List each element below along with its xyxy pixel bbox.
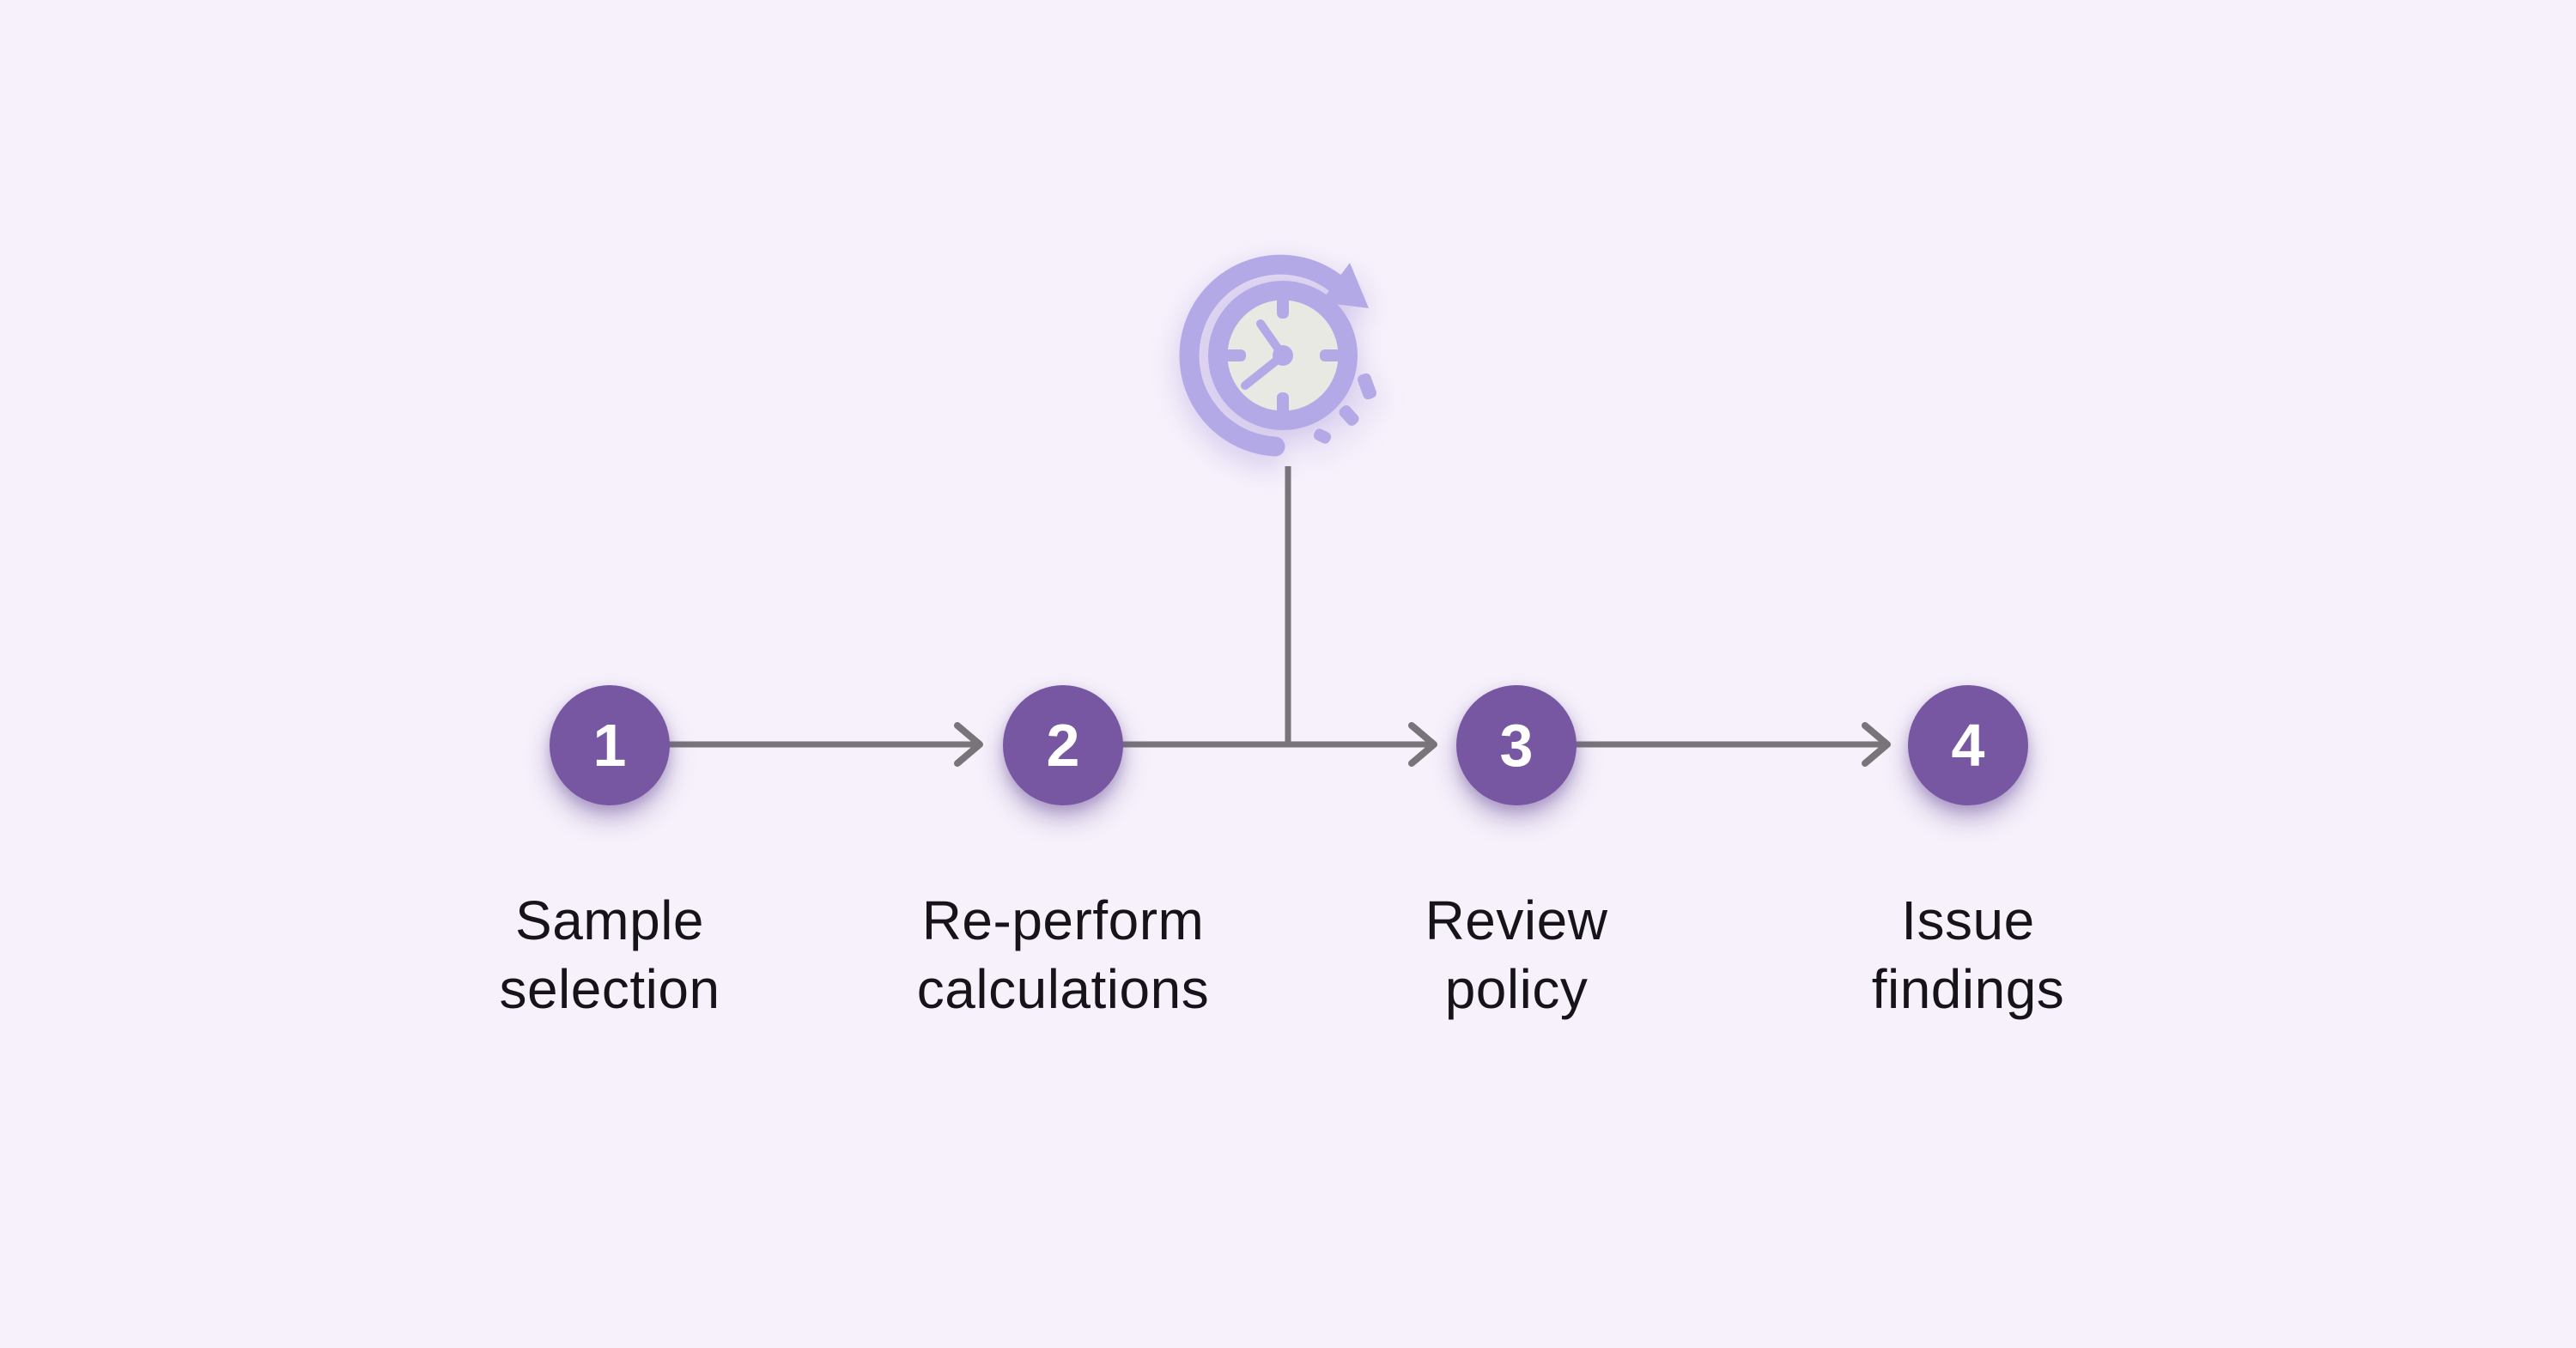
step-label-4-line-1: Issue <box>1901 890 2035 951</box>
step-circle-4: 4 <box>1908 685 2028 805</box>
step-circle-3: 3 <box>1456 685 1577 805</box>
clock-center-dot <box>1273 345 1293 366</box>
step-number-3: 3 <box>1499 712 1534 779</box>
step-label-3-line-1: Review <box>1425 890 1608 951</box>
clock-tick-6 <box>1277 392 1289 415</box>
refresh-arc <box>1179 254 1348 457</box>
step-label-1-line-1: Sample <box>515 890 704 951</box>
step-label-3: Review policy <box>1276 886 1757 1023</box>
step-label-2: Re-perform calculations <box>823 886 1303 1023</box>
step-label-2-line-1: Re-perform <box>921 890 1205 951</box>
step-label-1: Sample selection <box>369 886 850 1023</box>
refresh-dash-3 <box>1313 428 1332 444</box>
step-label-4: Issue findings <box>1728 886 2208 1023</box>
step-label-4-line-2: findings <box>1871 958 2065 1020</box>
step-number-1: 1 <box>592 712 627 779</box>
step-number-4: 4 <box>1951 712 1985 779</box>
arrowhead-2 <box>1408 722 1437 767</box>
refresh-dash-1 <box>1358 373 1376 400</box>
step-number-2: 2 <box>1046 712 1080 779</box>
clock-tick-12 <box>1277 296 1289 319</box>
clock-rim <box>1208 281 1358 430</box>
arrowhead-3 <box>1862 722 1891 767</box>
refresh-dash-2 <box>1339 405 1359 426</box>
step-circle-1: 1 <box>550 685 670 805</box>
step-label-3-line-2: policy <box>1444 958 1589 1020</box>
step-label-1-line-2: selection <box>499 958 720 1020</box>
step-circle-2: 2 <box>1003 685 1123 805</box>
clock-tick-3 <box>1320 349 1342 361</box>
step-label-2-line-2: calculations <box>916 958 1210 1020</box>
refresh-arrowhead <box>1321 263 1369 308</box>
clock-tick-9 <box>1224 349 1246 361</box>
clock-refresh-icon <box>1179 254 1376 457</box>
arrowhead-1 <box>954 722 983 767</box>
